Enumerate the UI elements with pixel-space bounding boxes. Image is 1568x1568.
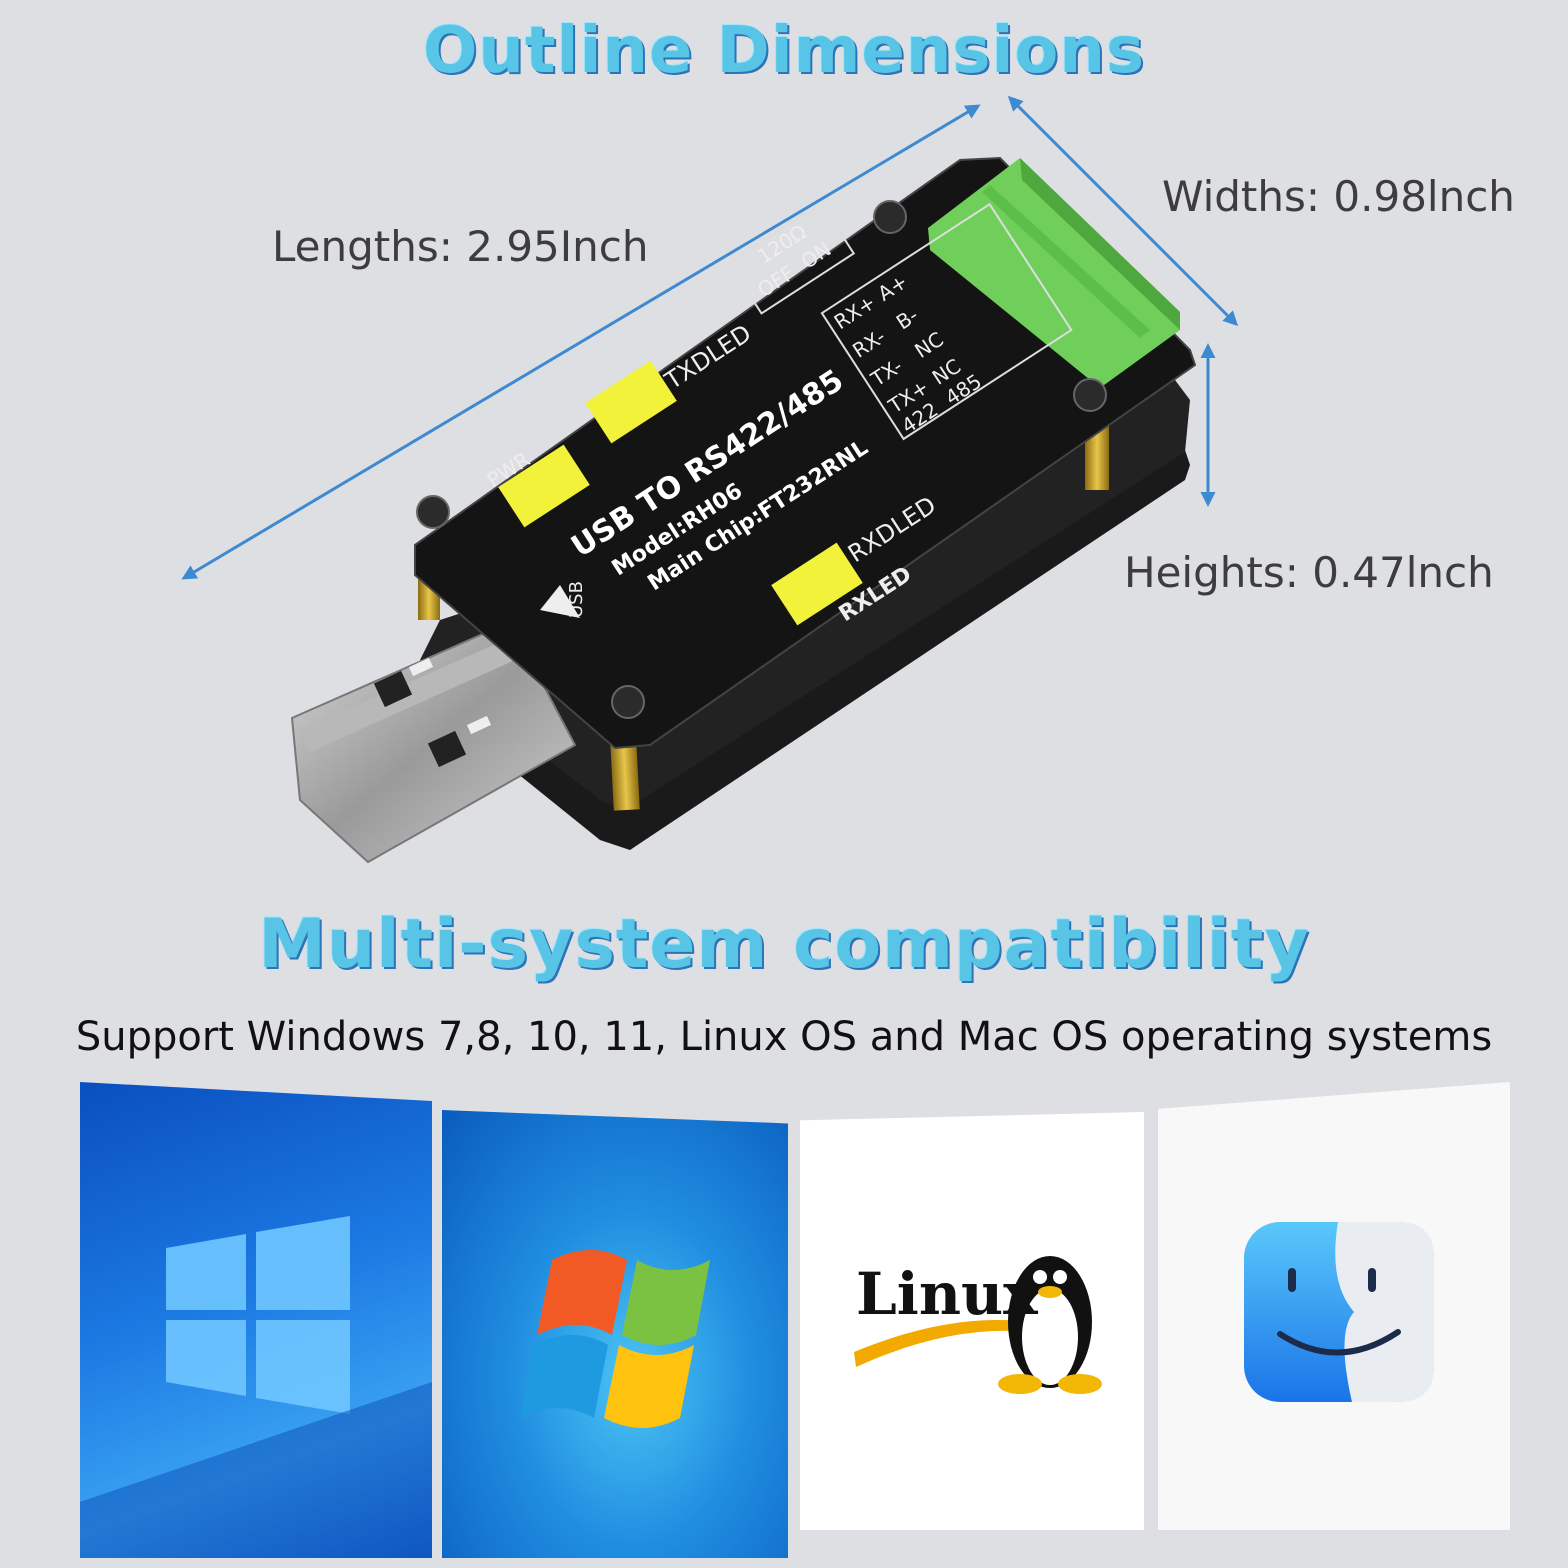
length-arrow — [181, 104, 981, 580]
rxd-led — [771, 542, 863, 626]
support-text: Support Windows 7,8, 10, 11, Linux OS an… — [75, 1014, 1493, 1060]
linux-logo-text: Linux — [856, 1260, 1038, 1328]
mac-finder-icon — [1244, 1222, 1434, 1402]
windows7-logo-icon — [520, 1250, 710, 1428]
usb-a-plug — [290, 620, 577, 864]
screw-icon — [611, 685, 645, 719]
screw-icon — [1073, 378, 1107, 412]
height-label: Heights: 0.47lnch — [1124, 548, 1494, 597]
windows7-tile — [442, 1110, 788, 1558]
compatibility-title: Multi-system compatibility — [258, 905, 1310, 984]
usb-arrow-icon — [540, 585, 580, 618]
linux-tile: Linux — [800, 1112, 1144, 1530]
screw-icon — [416, 495, 450, 529]
page-title: Outline Dimensions — [422, 14, 1146, 88]
width-label: Widths: 0.98lnch — [1162, 172, 1515, 221]
txd-led — [585, 360, 677, 444]
pwr-led — [498, 444, 590, 528]
windows10-logo-icon — [80, 1216, 432, 1558]
linux-tux-icon — [854, 1256, 1102, 1394]
screw-icon — [873, 200, 907, 234]
length-label: Lengths: 2.95Inch — [272, 222, 649, 271]
terminal-block — [928, 158, 1180, 388]
mac-tile — [1158, 1082, 1510, 1530]
windows10-tile — [80, 1082, 432, 1558]
width-arrow — [1007, 95, 1239, 327]
usb-converter-illustration: PWR TXDLED RXDLED RXLED USB TO RS422/485… — [181, 95, 1239, 864]
